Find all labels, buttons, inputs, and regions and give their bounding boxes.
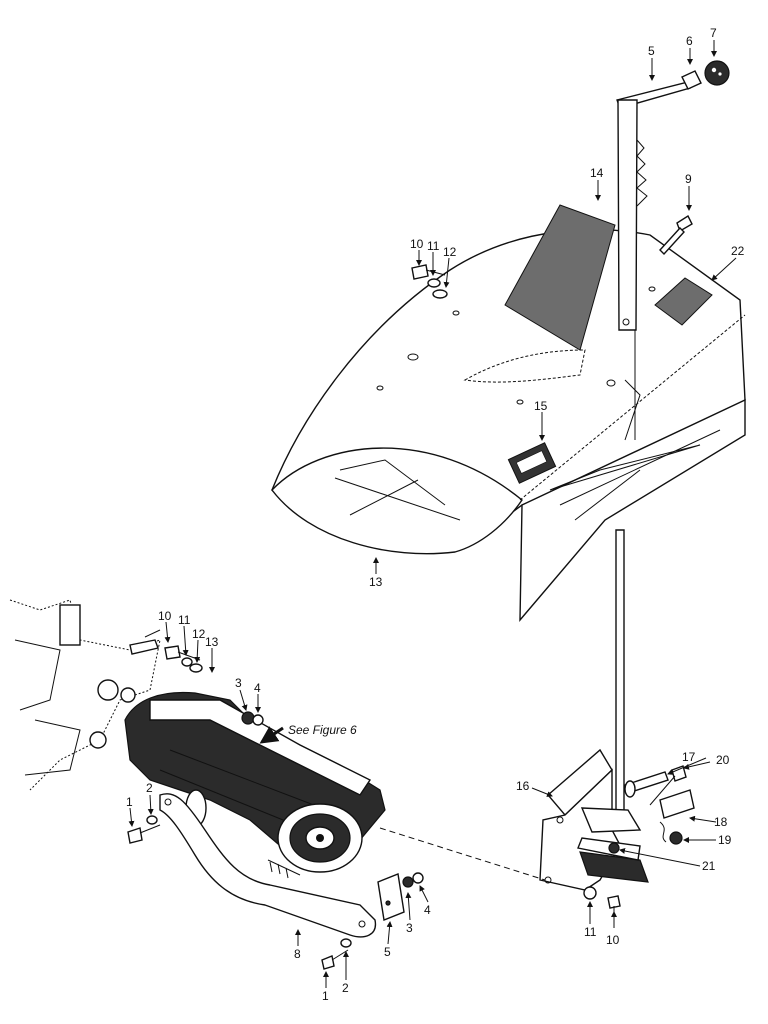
see-figure-arrow [259, 726, 284, 744]
callout-6: 6 [686, 34, 693, 48]
callout-5-lower: 5 [384, 945, 391, 959]
leader-lines [128, 40, 737, 988]
callout-3-upper: 3 [235, 676, 242, 690]
callout-7: 7 [710, 26, 717, 40]
mesh-decal-22 [654, 277, 713, 326]
callout-4-lower: 4 [424, 903, 431, 917]
nut-19 [659, 821, 683, 845]
drag-bar-8 [159, 793, 377, 938]
callout-22: 22 [731, 244, 745, 258]
callout-21: 21 [702, 859, 716, 873]
transmission-housing [124, 691, 386, 879]
bolt-9 [659, 214, 693, 256]
callout-17: 17 [682, 750, 696, 764]
callout-12-upper: 12 [443, 245, 457, 259]
tiller-frame-left [9, 599, 161, 791]
callout-16: 16 [516, 779, 530, 793]
callout-13-lower: 13 [205, 635, 219, 649]
depth-lever [616, 60, 730, 331]
callout-10-lower: 10 [606, 933, 620, 947]
dash-link [379, 827, 546, 881]
callout-12-lower-left: 12 [192, 627, 206, 641]
callout-19: 19 [718, 833, 732, 847]
callout-labels: 5 6 7 9 14 22 10 11 12 15 13 10 11 12 13… [126, 26, 745, 1003]
callout-2-lower: 2 [342, 981, 349, 995]
clip-18 [659, 789, 695, 819]
callout-1-lower: 1 [322, 989, 329, 1003]
callout-1-upper: 1 [126, 795, 133, 809]
callout-18: 18 [714, 815, 728, 829]
bolt-20 [649, 765, 687, 806]
see-figure-note: See Figure 6 [288, 723, 357, 737]
callout-15: 15 [534, 399, 548, 413]
callout-10-upper: 10 [410, 237, 424, 251]
pin-17 [624, 771, 669, 798]
fasteners-10-11-lower [583, 886, 621, 915]
housing-fasteners [164, 645, 264, 726]
callout-11-upper: 11 [427, 239, 440, 253]
knob-7 [704, 60, 730, 86]
callout-20: 20 [716, 753, 730, 767]
callout-13-upper: 13 [369, 575, 383, 589]
callout-14: 14 [590, 166, 604, 180]
mesh-decal-14 [504, 204, 616, 351]
callout-9: 9 [685, 172, 692, 186]
callout-5: 5 [648, 44, 655, 58]
callout-8: 8 [294, 947, 301, 961]
bracket-16 [539, 748, 649, 891]
callout-2-upper: 2 [146, 781, 153, 795]
decal-15 [507, 442, 557, 484]
callout-3-lower: 3 [406, 921, 413, 935]
callout-11-lower: 11 [584, 925, 597, 939]
callout-11-lower-left: 11 [178, 613, 191, 627]
callout-4-upper: 4 [254, 681, 261, 695]
callout-10-lower-left: 10 [158, 609, 172, 623]
bolt-1-upper [127, 815, 161, 844]
spacer-5-lower [377, 872, 424, 921]
bolt-1-lower [321, 938, 352, 970]
